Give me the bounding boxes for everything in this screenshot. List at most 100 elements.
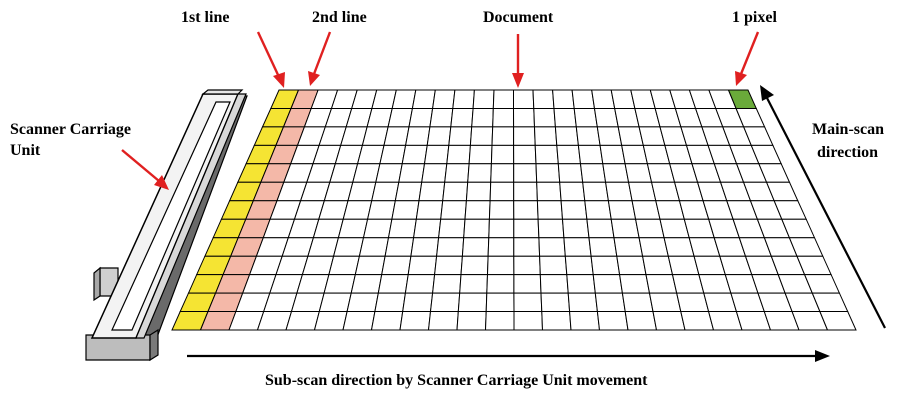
grid-cell <box>432 274 462 294</box>
grid-cell <box>387 218 417 239</box>
scanner-carriage-label-line1: Scanner Carriage <box>10 121 131 138</box>
grid-cell <box>352 163 381 183</box>
grid-cell <box>538 237 566 257</box>
one-pixel-label: 1 pixel <box>732 9 777 26</box>
grid-cell <box>564 255 594 276</box>
grid-cell <box>513 237 541 257</box>
grid-cell <box>366 200 396 220</box>
grid-cell <box>328 255 361 276</box>
grid-cell <box>671 274 705 294</box>
pixel-arrow <box>735 31 760 86</box>
grid-cell <box>490 144 515 165</box>
grid-cell <box>342 311 376 331</box>
grid-cell <box>301 255 335 276</box>
grid-cell <box>488 218 515 239</box>
grid-cell <box>421 163 448 183</box>
second-line-label: 2nd line <box>312 9 367 26</box>
grid-cell <box>415 200 444 220</box>
grid-cell <box>347 181 377 202</box>
grid-cell <box>486 274 515 294</box>
grid-cell <box>610 218 640 239</box>
grid-cell <box>362 218 393 239</box>
grid-cell <box>444 163 470 183</box>
grid-cell <box>436 237 465 257</box>
grid-cell <box>318 292 352 312</box>
grid-cell <box>599 144 626 165</box>
grid-cell <box>427 311 459 331</box>
grid-cell <box>370 311 404 331</box>
main-scan-label-line1: Main-scan <box>812 121 884 138</box>
grid-cell <box>575 126 601 146</box>
grid-cell <box>418 181 446 202</box>
grid-cell <box>607 200 637 220</box>
grid-cell <box>513 311 544 331</box>
grid-cell <box>411 89 436 109</box>
main-scan-direction-arrow <box>760 85 886 329</box>
grid-cell <box>819 311 857 331</box>
grid-cell <box>512 108 536 128</box>
grid-cell <box>468 144 493 165</box>
grid-cell <box>448 126 473 146</box>
grid-cell <box>554 126 579 146</box>
grid-cell <box>450 108 474 128</box>
grid-cell <box>446 144 471 165</box>
grid-cell <box>375 163 403 183</box>
grid-cell <box>680 311 715 331</box>
grid-cell <box>487 237 515 257</box>
grid-cell <box>323 274 356 294</box>
grid-cell <box>402 292 434 312</box>
grid-cell <box>631 200 661 220</box>
grid-cell <box>401 144 428 165</box>
grid-cell <box>634 218 665 239</box>
grid-cell <box>296 274 330 294</box>
grid-cell <box>590 255 621 276</box>
grid-cell <box>513 292 543 312</box>
grid-cell <box>559 181 586 202</box>
grid-cell <box>381 255 412 276</box>
grid-cell <box>457 292 488 312</box>
grid-cell <box>532 89 555 109</box>
grid-cell <box>592 274 623 294</box>
grid-cell <box>408 108 434 128</box>
grid-cell <box>391 89 417 109</box>
grid-cell <box>377 274 409 294</box>
grid-cell <box>490 163 515 183</box>
grid-cell <box>557 163 584 183</box>
grid-cell <box>613 237 644 257</box>
grid-cell <box>464 200 491 220</box>
grid-cell <box>484 311 515 331</box>
grid-cell <box>586 218 615 239</box>
scanner-carriage-arrow <box>121 149 169 190</box>
grid-cell <box>596 311 629 331</box>
grid-cell <box>398 163 426 183</box>
grid-cell <box>410 237 440 257</box>
sub-scan-label: Sub-scan direction by Scanner Carriage U… <box>265 372 648 389</box>
grid-cell <box>461 237 490 257</box>
grid-cell <box>485 292 515 312</box>
grid-cell <box>641 255 674 276</box>
grid-cell <box>285 311 320 331</box>
grid-cell <box>571 89 596 109</box>
grid-cell <box>513 255 541 276</box>
grid-cell <box>638 237 669 257</box>
grid-cell <box>492 108 515 128</box>
grid-cell <box>594 292 626 312</box>
grid-cell <box>459 274 489 294</box>
grid-cell <box>624 311 658 331</box>
grid-cell <box>513 163 538 183</box>
grid-cell <box>619 274 651 294</box>
grid-cell <box>423 144 450 165</box>
grid-cell <box>539 255 568 276</box>
grid-cell <box>472 89 495 109</box>
grid-cell <box>387 108 414 128</box>
grid-cell <box>533 126 558 146</box>
document-arrow <box>512 34 524 88</box>
main-scan-label-line2: direction <box>817 144 878 161</box>
grid-cell <box>537 218 565 239</box>
grid-cell <box>602 163 630 183</box>
document-label: Document <box>483 9 554 26</box>
grid-cell <box>442 181 469 202</box>
grid-cell <box>513 200 539 220</box>
grid-cell <box>465 181 492 202</box>
grid-cell <box>404 274 436 294</box>
